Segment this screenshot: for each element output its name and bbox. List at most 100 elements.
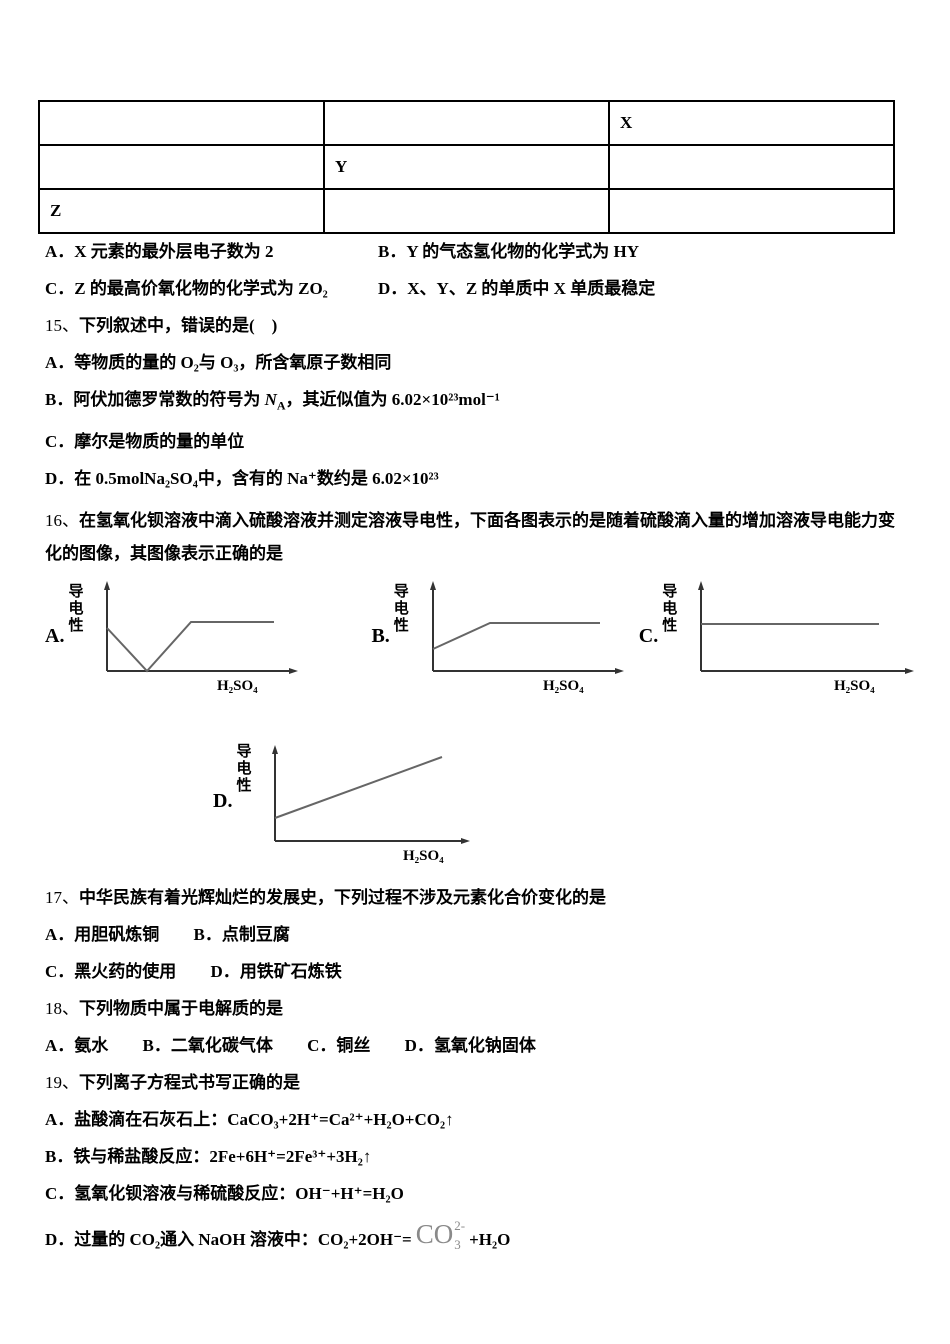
x-axis-label: H₂SO₄ bbox=[543, 678, 584, 694]
q15-option-c: C．摩尔是物质的量的单位 bbox=[45, 430, 905, 454]
q15-option-b: B．阿伏加德罗常数的符号为 NA，其近似值为 6.02×10²³mol⁻¹ bbox=[45, 388, 905, 417]
option-text: 在 0.5molNa₂SO₄中，含有的 Na⁺数约是 6.02×10²³ bbox=[74, 469, 439, 489]
option-text: ，其近似值为 6.02×10²³mol⁻¹ bbox=[285, 390, 500, 409]
q15-option-d: D．在 0.5molNa₂SO₄中，含有的 Na⁺数约是 6.02×10²³ bbox=[45, 467, 905, 491]
option-label: A． bbox=[45, 925, 75, 945]
question-19: 19、下列离子方程式书写正确的是 A．盐酸滴在石灰石上：CaCO₃+2H⁺=Ca… bbox=[45, 1071, 905, 1255]
option-label: C． bbox=[45, 962, 75, 982]
option-text: 过量的 CO₂通入 NaOH 溶液中：CO₂+2OH⁻= bbox=[74, 1230, 412, 1250]
formula-superscript: 2- bbox=[454, 1218, 466, 1234]
option-text: 氢氧化钠固体 bbox=[433, 1036, 536, 1056]
y-axis-label: 导电性 bbox=[236, 744, 252, 795]
option-text: Y 的气态氢化物的化学式为 HY bbox=[406, 242, 639, 261]
q17-options-ab: A．用胆矾炼铜 B．点制豆腐 bbox=[45, 923, 905, 947]
option-label: A． bbox=[45, 1110, 75, 1130]
q16-stem: 16、在氢氧化钡溶液中滴入硫酸溶液并测定溶液导电性，下面各图表示的是随着硫酸滴入… bbox=[45, 504, 905, 570]
q15-stem: 15、下列叙述中，错误的是( ) bbox=[45, 314, 905, 338]
q17-option-d: D．用铁矿石炼铁 bbox=[211, 962, 342, 981]
conductivity-graph-b: H₂SO₄ bbox=[429, 581, 624, 694]
table-cell-z: Z bbox=[38, 188, 325, 234]
option-text: 氢氧化钡溶液与稀硫酸反应：OH⁻+H⁺=H₂O bbox=[74, 1184, 404, 1204]
conductivity-curve bbox=[432, 622, 600, 651]
question-17: 17、中华民族有着光辉灿烂的发展史，下列过程不涉及元素化合价变化的是 A．用胆矾… bbox=[45, 886, 905, 984]
conductivity-graph-a: H₂SO₄ bbox=[104, 581, 299, 694]
y-axis-label: 导电性 bbox=[68, 584, 84, 635]
option-label: B． bbox=[378, 242, 407, 261]
table-cell bbox=[608, 188, 895, 234]
q15-option-a: A．等物质的量的 O₂与 O₃，所含氧原子数相同 bbox=[45, 351, 905, 375]
table-cell bbox=[38, 144, 325, 190]
option-text: +H₂O bbox=[469, 1230, 511, 1250]
option-label: A． bbox=[45, 1036, 75, 1056]
option-label: C． bbox=[45, 1184, 75, 1204]
table-cell-y: Y bbox=[323, 144, 610, 190]
option-text: X 元素的最外层电子数为 2 bbox=[74, 242, 274, 261]
formula-scripts: 2-3 bbox=[454, 1219, 465, 1251]
formula-subscript: 3 bbox=[454, 1237, 461, 1253]
table-cell-x: X bbox=[608, 100, 895, 146]
q17-options-cd: C．黑火药的使用 D．用铁矿石炼铁 bbox=[45, 960, 905, 984]
conductivity-plot: 导电性 H₂SO₄ bbox=[661, 576, 919, 696]
option-text: 点制豆腐 bbox=[221, 925, 290, 945]
x-axis-label: H₂SO₄ bbox=[217, 678, 258, 694]
graph-option-b: B. 导电性 H₂SO₄ bbox=[371, 576, 630, 696]
graph-option-a: A. 导电性 H₂SO₄ bbox=[45, 576, 305, 696]
graph-letter: A. bbox=[45, 624, 65, 647]
option-label: D． bbox=[210, 962, 240, 982]
stem-text: 在氢氧化钡溶液中滴入硫酸溶液并测定溶液导电性，下面各图表示的是随着硫酸滴入量的增… bbox=[45, 511, 895, 564]
q16-graphs-row: A. 导电性 H₂SO₄ B. 导电性 bbox=[45, 576, 915, 696]
conductivity-plot: 导电性 H₂SO₄ bbox=[67, 576, 305, 696]
option-text: 摩尔是物质的量的单位 bbox=[74, 432, 245, 452]
formula-base: CO bbox=[415, 1219, 454, 1250]
option-label: C． bbox=[45, 432, 75, 452]
graph-letter: D. bbox=[213, 789, 233, 812]
q18-stem: 18、下列物质中属于电解质的是 bbox=[45, 997, 905, 1021]
q18-option-a: A．氨水 bbox=[45, 1036, 108, 1055]
graph-option-d: D. 导电性 H₂SO₄ bbox=[213, 736, 905, 866]
option-label: B． bbox=[142, 1036, 171, 1056]
option-text: 黑火药的使用 bbox=[74, 962, 177, 982]
question-number: 15、 bbox=[45, 316, 79, 335]
option-label: C． bbox=[45, 279, 75, 298]
option-label: A． bbox=[45, 242, 75, 261]
option-text: 二氧化碳气体 bbox=[170, 1036, 273, 1056]
table-row: X bbox=[38, 100, 895, 146]
avogadro-symbol-sub: A bbox=[276, 398, 286, 413]
q14-option-b: B．Y 的气态氢化物的化学式为 HY bbox=[378, 240, 905, 264]
q18-option-c: C．铜丝 bbox=[307, 1036, 370, 1055]
option-label: B． bbox=[193, 925, 222, 945]
stem-text: 下列叙述中，错误的是( ) bbox=[79, 316, 278, 335]
table-cell bbox=[323, 188, 610, 234]
avogadro-symbol: N bbox=[264, 390, 277, 409]
conductivity-graph-c: H₂SO₄ bbox=[698, 581, 915, 694]
q19-option-b: B．铁与稀盐酸反应：2Fe+6H⁺=2Fe³⁺+3H₂↑ bbox=[45, 1145, 905, 1169]
element-position-table: X Y Z bbox=[38, 100, 895, 234]
q18-option-d: D．氢氧化钠固体 bbox=[405, 1036, 536, 1055]
conductivity-plot: 导电性 H₂SO₄ bbox=[235, 736, 478, 866]
option-label: D． bbox=[404, 1036, 434, 1056]
option-label: D． bbox=[378, 279, 408, 298]
stem-text: 下列物质中属于电解质的是 bbox=[79, 999, 283, 1019]
y-axis-label: 导电性 bbox=[662, 584, 678, 635]
question-16: 16、在氢氧化钡溶液中滴入硫酸溶液并测定溶液导电性，下面各图表示的是随着硫酸滴入… bbox=[45, 504, 915, 866]
question-number: 17、 bbox=[45, 888, 79, 908]
graph-option-c: C. 导电性 H₂SO₄ bbox=[639, 576, 919, 696]
option-text: 等物质的量的 O₂与 O₃，所含氧原子数相同 bbox=[74, 353, 392, 372]
option-text: Z 的最高价氧化物的化学式为 ZO₂ bbox=[74, 279, 328, 298]
q17-stem: 17、中华民族有着光辉灿烂的发展史，下列过程不涉及元素化合价变化的是 bbox=[45, 886, 905, 910]
q18-option-b: B．二氧化碳气体 bbox=[143, 1036, 273, 1055]
q19-stem: 19、下列离子方程式书写正确的是 bbox=[45, 1071, 905, 1095]
graph-letter: B. bbox=[371, 624, 390, 647]
q14-option-c: C．Z 的最高价氧化物的化学式为 ZO₂ bbox=[45, 277, 378, 301]
option-label: D． bbox=[45, 469, 75, 489]
q17-option-b: B．点制豆腐 bbox=[194, 925, 290, 944]
x-axis-label: H₂SO₄ bbox=[403, 848, 444, 864]
q19-option-c: C．氢氧化钡溶液与稀硫酸反应：OH⁻+H⁺=H₂O bbox=[45, 1182, 905, 1206]
option-label: D． bbox=[45, 1230, 75, 1250]
option-label: C． bbox=[307, 1036, 337, 1056]
question-number: 19、 bbox=[45, 1073, 79, 1093]
table-row: Y bbox=[38, 144, 895, 190]
